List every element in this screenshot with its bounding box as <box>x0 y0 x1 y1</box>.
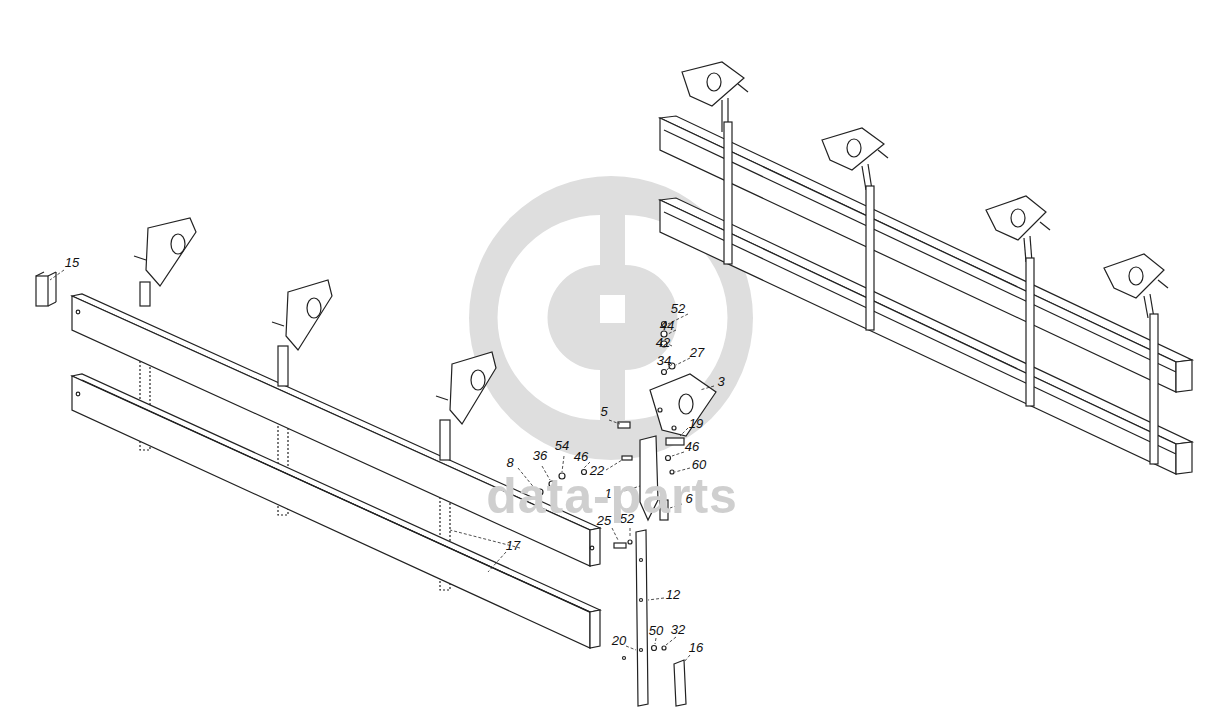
callout-number: 12 <box>666 588 680 602</box>
watermark-text: data-parts <box>486 470 738 522</box>
callout-number: 27 <box>690 346 704 360</box>
callout-number: 36 <box>533 449 547 463</box>
callout-number: 52 <box>671 302 685 316</box>
callout-number: 44 <box>660 319 674 333</box>
callout-number: 32 <box>671 623 685 637</box>
leader-lines <box>50 270 714 662</box>
left-assembly <box>72 218 600 648</box>
callout-number: 17 <box>506 539 520 553</box>
callout-number: 20 <box>612 634 626 648</box>
callout-number: 46 <box>685 440 699 454</box>
callout-number: 3 <box>717 375 724 389</box>
right-assembly <box>660 62 1192 474</box>
callout-number: 16 <box>689 641 703 655</box>
callout-number: 42 <box>656 336 670 350</box>
callout-number: 19 <box>689 417 703 431</box>
callout-number: 8 <box>506 456 513 470</box>
callout-number: 54 <box>555 439 569 453</box>
callout-number: 46 <box>574 450 588 464</box>
callout-number: 50 <box>649 624 663 638</box>
callout-number: 15 <box>65 256 79 270</box>
callout-number: 34 <box>657 354 671 368</box>
callout-number: 5 <box>600 405 607 419</box>
